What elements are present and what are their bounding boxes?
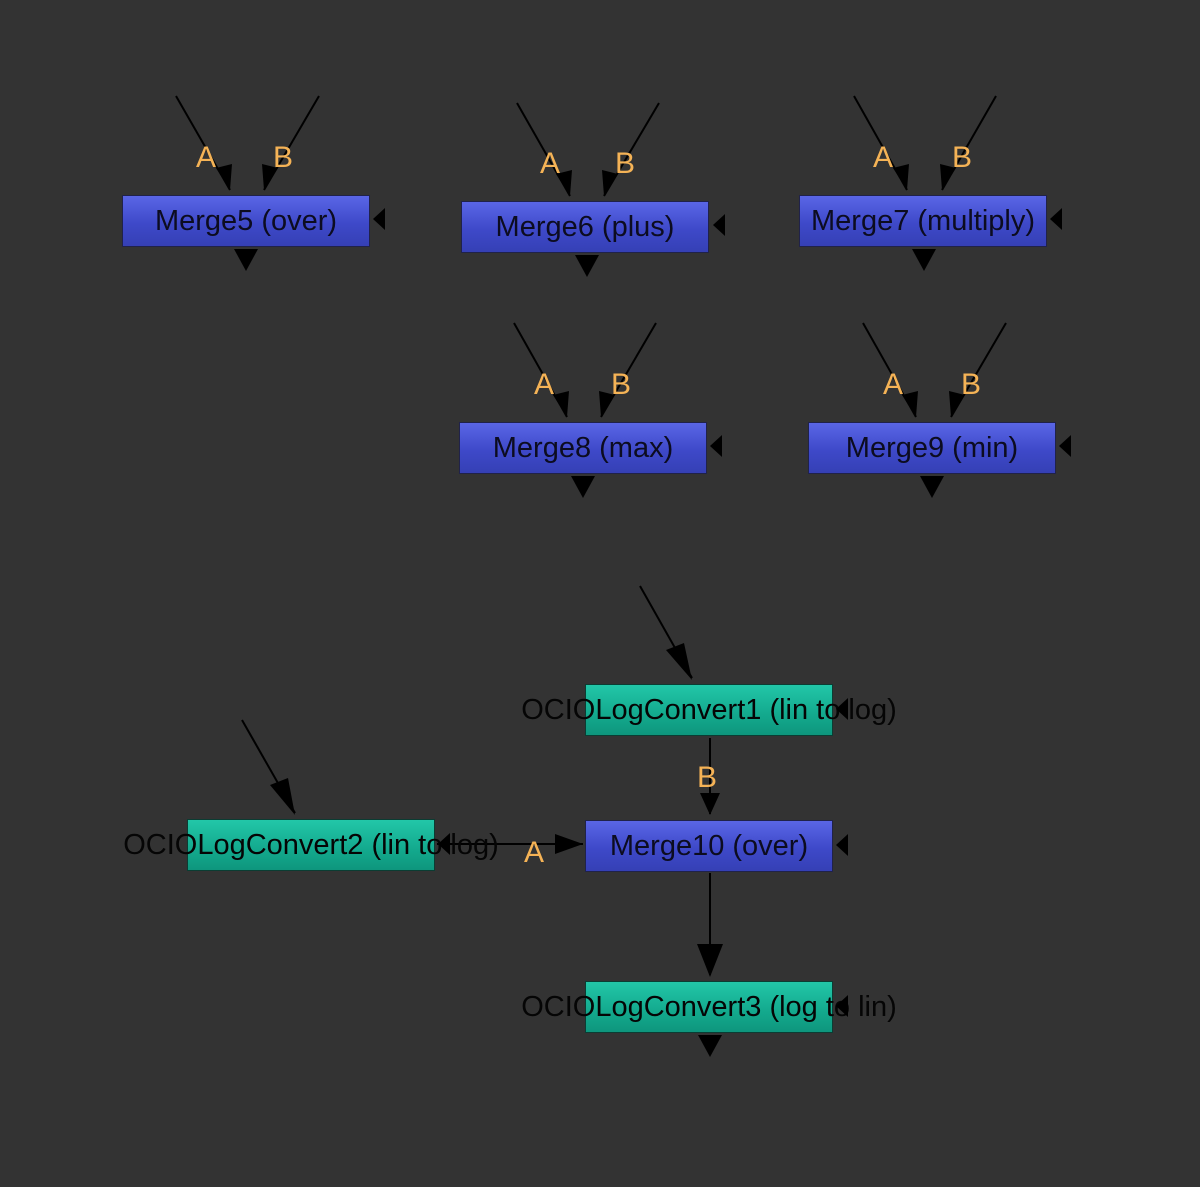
merge5-input-a-label: A [196, 141, 217, 174]
node-merge10[interactable]: Merge10 (over) [585, 820, 833, 872]
merge10-input-a-label: A [524, 836, 545, 869]
node-merge6[interactable]: Merge6 (plus) [461, 201, 709, 253]
ocio3-mask-input[interactable] [836, 995, 848, 1017]
merge8-output[interactable] [571, 476, 595, 498]
merge9-input-a-label: A [883, 368, 904, 401]
merge9-input-b-label: B [961, 368, 982, 401]
merge8-input-b-label: B [611, 368, 632, 401]
merge9-output[interactable] [920, 476, 944, 498]
merge5-input-b-label: B [273, 141, 294, 174]
merge9-mask-input[interactable] [1059, 435, 1071, 457]
node-merge8-label: Merge8 (max) [492, 431, 674, 464]
merge6-output[interactable] [575, 255, 599, 277]
ocio2-mask-input[interactable] [438, 833, 450, 855]
node-merge7-label: Merge7 (multiply) [811, 204, 1035, 237]
merge6-mask-input[interactable] [713, 214, 725, 236]
node-merge7[interactable]: Merge7 (multiply) [799, 195, 1047, 247]
node-merge8[interactable]: Merge8 (max) [459, 422, 707, 474]
node-merge10-label: Merge10 (over) [609, 829, 809, 862]
merge7-input-a-label: A [873, 141, 894, 174]
merge7-output[interactable] [912, 249, 936, 271]
merge6-input-a-label: A [540, 147, 561, 180]
merge7-input-b-label: B [952, 141, 973, 174]
node-merge9-label: Merge9 (min) [845, 431, 1019, 464]
node-merge6-label: Merge6 (plus) [495, 210, 675, 243]
node-merge9[interactable]: Merge9 (min) [808, 422, 1056, 474]
merge10-mask-input[interactable] [836, 834, 848, 856]
merge7-mask-input[interactable] [1050, 208, 1062, 230]
ocio1-mask-input[interactable] [836, 698, 848, 720]
node-ocio-log-convert3[interactable]: OCIOLogConvert3 (log to lin) [521, 981, 897, 1033]
merge8-input-a-label: A [534, 368, 555, 401]
edge-arrowheads [216, 164, 965, 977]
merge5-mask-input[interactable] [373, 208, 385, 230]
node-ocio-log-convert2[interactable]: OCIOLogConvert2 (lin to log) [123, 819, 499, 871]
merge5-output[interactable] [234, 249, 258, 271]
node-merge5-label: Merge5 (over) [154, 204, 338, 237]
ocio3-output[interactable] [698, 1035, 722, 1057]
node-merge5[interactable]: Merge5 (over) [122, 195, 370, 247]
merge8-mask-input[interactable] [710, 435, 722, 457]
merge6-input-b-label: B [615, 147, 636, 180]
node-ocio-log-convert1[interactable]: OCIOLogConvert1 (lin to log) [521, 684, 897, 736]
merge10-input-b-label: B [697, 761, 718, 794]
